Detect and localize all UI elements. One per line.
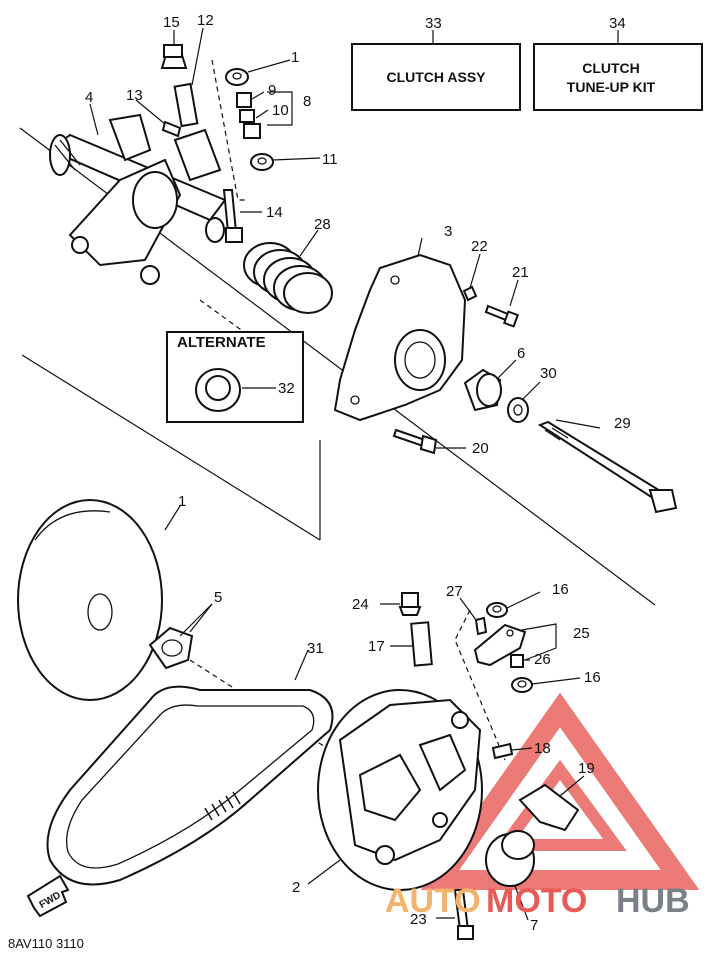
part-27-clip (474, 616, 488, 636)
label-7: 7 (530, 917, 538, 934)
label-13: 13 (126, 87, 143, 104)
label-26: 26 (534, 651, 551, 668)
part-22-nut (462, 285, 478, 302)
label-17: 17 (368, 638, 385, 655)
part-16-washer-bottom (511, 677, 533, 693)
part-24-nut (398, 592, 422, 616)
label-24: 24 (352, 596, 369, 613)
part-2-movable-sheave (317, 689, 483, 891)
alternate-title: ALTERNATE (177, 334, 266, 351)
part-17-pin (410, 621, 433, 667)
label-15: 15 (163, 14, 180, 31)
label-1-disc: 1 (178, 493, 186, 510)
label-9: 9 (268, 82, 276, 99)
label-6: 6 (517, 345, 525, 362)
part-16-washer-top (486, 602, 508, 618)
label-25: 25 (573, 625, 590, 642)
part-14-bolt (222, 189, 243, 243)
label-11-top: 11 (322, 151, 338, 168)
part-26-roller (510, 654, 524, 668)
tune-up-kit-label-line1: CLUTCH (582, 60, 640, 76)
part-30-spacer (507, 397, 529, 423)
fwd-arrow-icon: FWD (26, 874, 70, 918)
label-28: 28 (314, 216, 331, 233)
part-7-bushing (485, 830, 535, 887)
tune-up-kit-label-line2: TUNE-UP KIT (567, 79, 656, 95)
label-2: 2 (292, 879, 300, 896)
part-20-bolt (392, 428, 438, 455)
part-25-weight-arm (473, 623, 527, 667)
label-18: 18 (534, 740, 551, 757)
label-27: 27 (446, 583, 463, 600)
part-number-labels: 33 34 15 12 1 9 8 10 4 13 11 14 28 3 22 … (85, 12, 631, 934)
label-30: 30 (540, 365, 557, 382)
clutch-assy-box: CLUTCH ASSY (351, 43, 521, 111)
label-21: 21 (512, 264, 529, 281)
part-1-sheave-disc (17, 499, 163, 701)
label-5: 5 (214, 589, 222, 606)
part-6-bushing (463, 368, 502, 412)
label-34: 34 (609, 15, 626, 32)
label-33: 33 (425, 15, 442, 32)
label-3: 3 (444, 223, 452, 240)
part-29-long-bolt (537, 420, 678, 514)
label-31: 31 (307, 640, 324, 657)
part-12-pin (173, 82, 199, 128)
part-28-spring (243, 242, 333, 314)
part-4-shaft-spider (48, 113, 227, 285)
tune-up-kit-box: CLUTCH TUNE-UP KIT (533, 43, 703, 111)
watermark-auto: AUTO (385, 882, 481, 920)
label-8: 8 (303, 93, 311, 110)
label-14: 14 (266, 204, 283, 221)
label-29: 29 (614, 415, 631, 432)
label-32: 32 (278, 380, 295, 397)
part-15-nut (160, 44, 188, 69)
part-11-washer-bottom (250, 153, 274, 171)
label-12: 12 (197, 12, 214, 29)
part-13-pin (161, 120, 182, 138)
label-20: 20 (472, 440, 489, 457)
part-9-10-rollers (236, 92, 261, 139)
diagram-code: 8AV110 3110 (8, 936, 84, 951)
part-21-bolt (484, 304, 520, 328)
alternate-box: ALTERNATE (166, 331, 304, 423)
part-23-bolt (453, 889, 474, 940)
part-31-drive-belt (46, 685, 334, 886)
leader-lines (89, 27, 619, 921)
part-5-bushing-pair (148, 626, 194, 670)
label-1-top: 1 (291, 49, 299, 66)
clutch-assy-label: CLUTCH ASSY (386, 69, 486, 85)
watermark-moto: MOTO (486, 882, 587, 920)
watermark-hub: HUB (616, 882, 690, 920)
part-11-washer-top (225, 68, 249, 86)
label-4: 4 (85, 89, 93, 106)
part-19-bracket (518, 783, 580, 832)
part-18-pin (491, 742, 514, 760)
label-22: 22 (471, 238, 488, 255)
label-16-bottom: 16 (584, 669, 601, 686)
label-19: 19 (578, 760, 595, 777)
part-3-cover (333, 253, 467, 422)
watermark-text: AUTO MOTO HUB (385, 882, 690, 920)
label-23: 23 (410, 911, 427, 928)
label-16-top: 16 (552, 581, 569, 598)
label-10: 10 (272, 102, 289, 119)
